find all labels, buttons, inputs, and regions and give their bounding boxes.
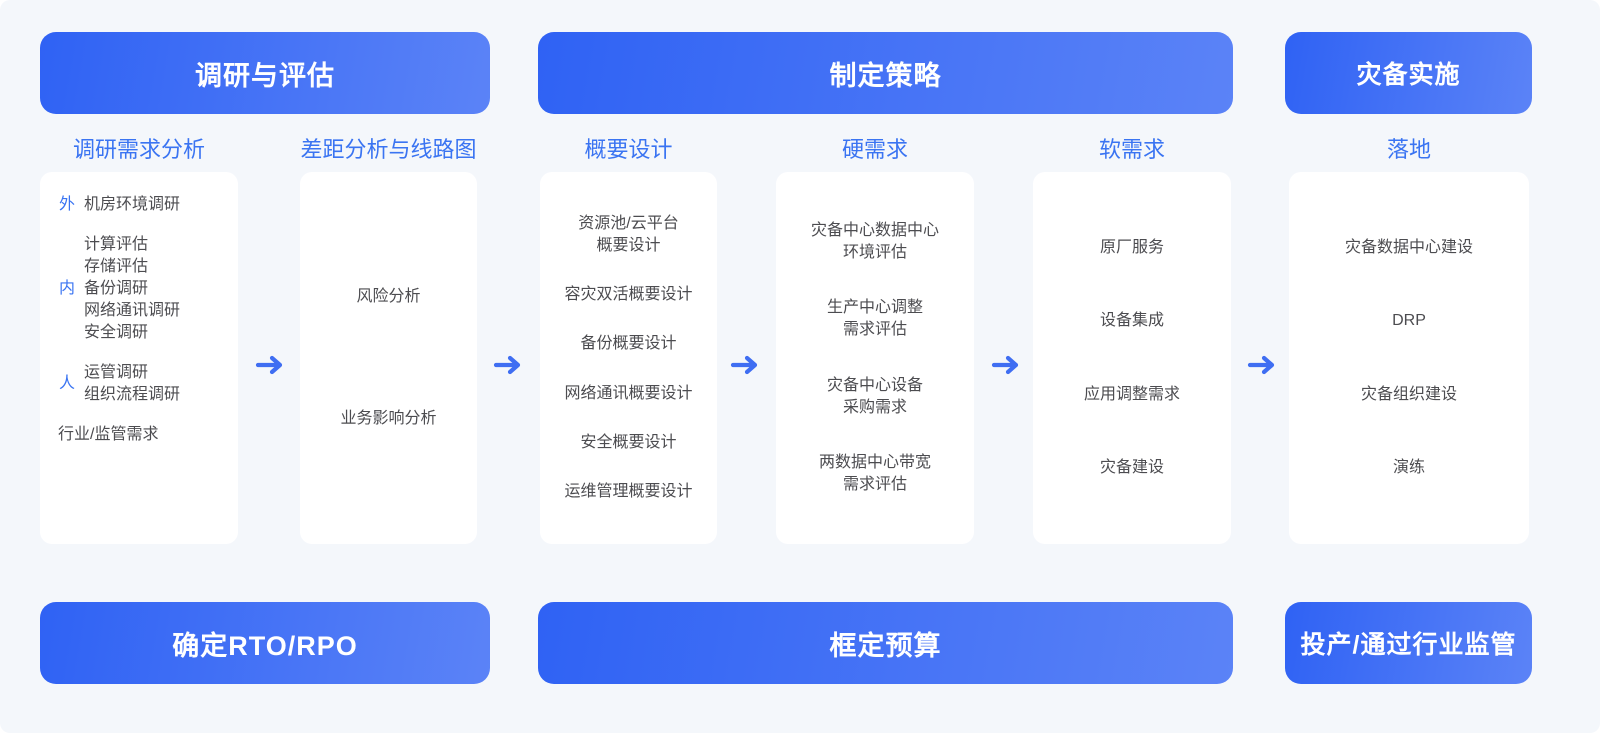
group-items: 机房环境调研 <box>84 194 180 216</box>
list-item: 灾备数据中心建设 <box>1344 239 1473 257</box>
process-column-1: 调研需求分析外机房环境调研内计算评估存储评估备份调研网络通讯调研安全调研人运管调… <box>40 128 238 544</box>
list-item: 资源池/云平台 概要设计 <box>578 215 679 255</box>
list-item: 灾备中心数据中心 环境评估 <box>810 221 939 261</box>
group-items: 计算评估存储评估备份调研网络通讯调研安全调研 <box>84 234 180 344</box>
outcome-banner-row: 确定RTO/RPO 框定预算投产/通过行业监管 <box>0 602 1600 684</box>
list-item: 备份调研 <box>84 280 149 297</box>
list-item: 应用调整需求 <box>1083 385 1180 403</box>
column-title-2: 差距分析与线路图 <box>300 137 477 162</box>
group-label: 人 <box>58 375 75 392</box>
column-card-5: 原厂服务设备集成应用调整需求灾备建设 <box>1033 172 1231 544</box>
item-group: 外机房环境调研 <box>50 194 224 216</box>
process-column-3: 概要设计资源池/云平台 概要设计容灾双活概要设计备份概要设计网络通讯概要设计安全… <box>540 128 717 544</box>
list-item: 计算评估 <box>84 236 149 253</box>
group-label: 内 <box>58 280 75 297</box>
list-item: 安全调研 <box>84 324 149 341</box>
list-item: 原厂服务 <box>1099 239 1164 257</box>
right-arrow-icon <box>492 348 526 382</box>
group-label: 外 <box>58 196 75 213</box>
list-item: DRP <box>1392 312 1426 330</box>
column-title-4: 硬需求 <box>841 137 908 162</box>
column-card-3: 资源池/云平台 概要设计容灾双活概要设计备份概要设计网络通讯概要设计安全概要设计… <box>540 172 717 544</box>
right-arrow-icon <box>1246 348 1280 382</box>
list-item: 组织流程调研 <box>84 386 181 403</box>
process-column-6: 落地灾备数据中心建设 DRP 灾备组织建设演练 <box>1289 128 1529 544</box>
column-card-6: 灾备数据中心建设 DRP 灾备组织建设演练 <box>1289 172 1529 544</box>
list-item: 运维管理概要设计 <box>564 482 693 500</box>
item-group: 人运管调研组织流程调研 <box>50 362 224 406</box>
phase-banner-3: 灾备实施 <box>1285 32 1532 114</box>
process-column-2: 差距分析与线路图风险分析业务影响分析 <box>300 128 477 544</box>
column-title-5: 软需求 <box>1098 137 1165 162</box>
phase-banner-1: 调研与评估 <box>40 32 490 114</box>
column-card-2: 风险分析业务影响分析 <box>300 172 477 544</box>
right-arrow-icon <box>254 348 288 382</box>
process-column-4: 硬需求灾备中心数据中心 环境评估生产中心调整 需求评估灾备中心设备 采购需求两数… <box>776 128 974 544</box>
list-item: 机房环境调研 <box>84 196 181 213</box>
outcome-banner-2: 框定预算 <box>538 602 1233 684</box>
list-item: 网络通讯调研 <box>84 302 181 319</box>
list-item: 行业/监管需求 <box>58 426 159 443</box>
column-title-3: 概要设计 <box>584 137 673 162</box>
list-item: 网络通讯概要设计 <box>564 384 693 402</box>
list-item: 两数据中心带宽 需求评估 <box>818 454 931 494</box>
item-group: 内计算评估存储评估备份调研网络通讯调研安全调研 <box>50 234 224 344</box>
column-title-1: 调研需求分析 <box>72 137 205 162</box>
list-item: 生产中心调整 需求评估 <box>826 299 923 339</box>
list-item: 容灾双活概要设计 <box>564 286 693 304</box>
list-item: 业务影响分析 <box>340 410 437 427</box>
list-item: 灾备建设 <box>1099 458 1164 476</box>
list-item: 存储评估 <box>84 258 149 275</box>
column-card-4: 灾备中心数据中心 环境评估生产中心调整 需求评估灾备中心设备 采购需求两数据中心… <box>776 172 974 544</box>
list-item: 灾备组织建设 <box>1360 385 1457 403</box>
group-items: 运管调研组织流程调研 <box>84 362 180 406</box>
list-item: 运管调研 <box>84 364 149 381</box>
process-columns-area: 调研需求分析外机房环境调研内计算评估存储评估备份调研网络通讯调研安全调研人运管调… <box>0 128 1600 588</box>
list-item: 设备集成 <box>1099 312 1164 330</box>
phase-banner-row: 调研与评估制定策略灾备实施 <box>0 32 1600 114</box>
list-item: 备份概要设计 <box>580 335 677 353</box>
list-item: 安全概要设计 <box>580 433 677 451</box>
outcome-banner-1: 确定RTO/RPO <box>40 602 490 684</box>
right-arrow-icon <box>729 348 763 382</box>
list-item: 灾备中心设备 采购需求 <box>826 376 923 416</box>
list-item: 演练 <box>1392 458 1425 476</box>
column-card-1: 外机房环境调研内计算评估存储评估备份调研网络通讯调研安全调研人运管调研组织流程调… <box>40 172 238 544</box>
list-item: 风险分析 <box>356 288 421 305</box>
process-column-5: 软需求原厂服务设备集成应用调整需求灾备建设 <box>1033 128 1231 544</box>
outcome-banner-3: 投产/通过行业监管 <box>1285 602 1532 684</box>
column-title-6: 落地 <box>1386 137 1431 162</box>
right-arrow-icon <box>990 348 1024 382</box>
phase-banner-2: 制定策略 <box>538 32 1233 114</box>
